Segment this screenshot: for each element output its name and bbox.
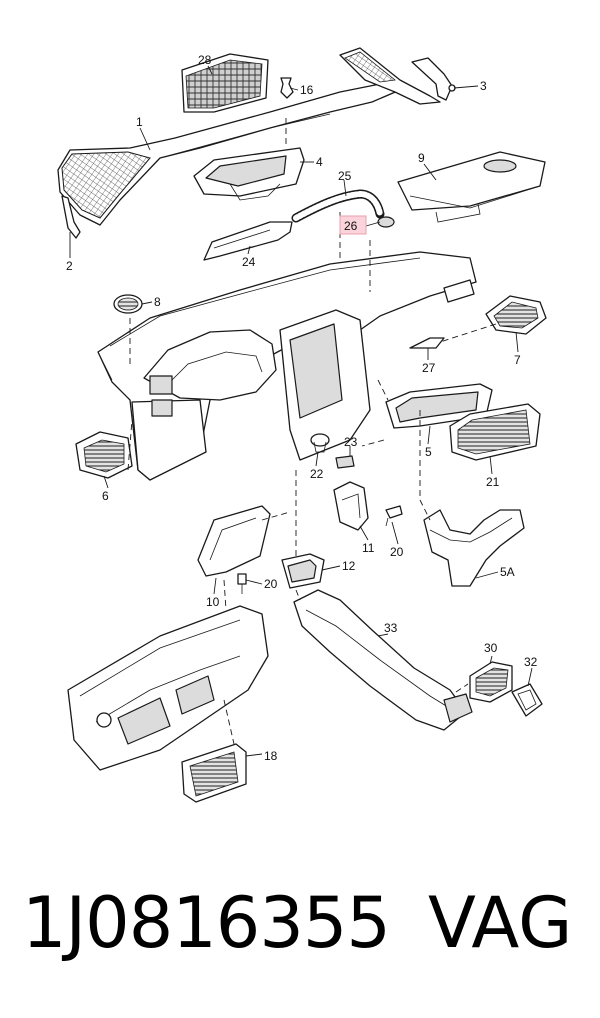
- callout-8: 8: [154, 295, 161, 309]
- callout-27: 27: [422, 361, 436, 375]
- screw-part-20-upper: [385, 505, 403, 527]
- trim-part-27: [409, 337, 445, 349]
- highlight-box-26: [339, 215, 367, 235]
- vent-grille-part-21: [449, 403, 541, 461]
- side-vent-part-6: [75, 431, 133, 479]
- duct-part-33: [293, 589, 473, 731]
- leader-lines: [69, 65, 533, 757]
- callout-7: 7: [514, 353, 521, 367]
- bracket-part-11: [333, 481, 369, 531]
- vent-part-30: [469, 661, 513, 703]
- callout-18: 18: [264, 749, 278, 763]
- air-duct-part-4: [193, 147, 305, 201]
- filter-grille-part-28: [181, 53, 269, 113]
- callout-21: 21: [486, 475, 500, 489]
- connector-part-23: [335, 455, 355, 469]
- callout-25: 25: [338, 169, 352, 183]
- callout-2: 2: [66, 259, 73, 273]
- guide-lines: [127, 118, 497, 745]
- duct-part-5A: [423, 509, 525, 587]
- grille-part-18: [181, 743, 247, 803]
- trim-strip-part-24: [203, 221, 293, 261]
- exploded-parts-diagram: 1 2 3 4 5 5A 6 7 8 9 10 11 12 16 18 20 2…: [57, 47, 547, 803]
- callout-1: 1: [136, 115, 143, 129]
- screw-part-20-lower: [237, 573, 247, 594]
- callout-32: 32: [524, 655, 538, 669]
- hose-part-25: [291, 189, 395, 228]
- callout-24: 24: [242, 255, 256, 269]
- callout-33: 33: [384, 621, 398, 635]
- seal-part-2: [61, 195, 81, 239]
- brand-label: VAG: [428, 882, 573, 964]
- callout-16: 16: [300, 83, 314, 97]
- callout-22: 22: [310, 467, 324, 481]
- callout-28: 28: [198, 53, 212, 67]
- callout-6: 6: [102, 489, 109, 503]
- round-vent-part-8: [113, 294, 143, 314]
- clip-part-16: [280, 77, 294, 99]
- plug-part-22: [310, 433, 330, 453]
- callout-20-upper: 20: [390, 545, 404, 559]
- callout-5: 5: [425, 445, 432, 459]
- callout-10: 10: [206, 595, 220, 609]
- callout-26: 26: [344, 219, 358, 233]
- cowl-panel: [57, 47, 441, 226]
- glovebox-lid-part-9: [397, 151, 546, 223]
- callout-3: 3: [480, 79, 487, 93]
- part-number: 1J0816355: [22, 882, 391, 964]
- dashboard-assembly: [97, 251, 477, 481]
- side-vent-part-7: [485, 295, 547, 335]
- callout-4: 4: [316, 155, 323, 169]
- callout-12: 12: [342, 559, 356, 573]
- callout-5a: 5A: [500, 565, 515, 579]
- bezel-part-32: [511, 683, 543, 717]
- callout-9: 9: [418, 151, 425, 165]
- bracket-part-10: [197, 505, 271, 577]
- firewall-panel: [67, 605, 269, 771]
- callout-labels: 1 2 3 4 5 5A 6 7 8 9 10 11 12 16 18 20 2…: [66, 53, 538, 763]
- duct-part-12: [281, 553, 325, 589]
- callout-23: 23: [344, 435, 358, 449]
- callout-30: 30: [484, 641, 498, 655]
- callout-20-lower: 20: [264, 577, 278, 591]
- callout-11: 11: [362, 541, 375, 555]
